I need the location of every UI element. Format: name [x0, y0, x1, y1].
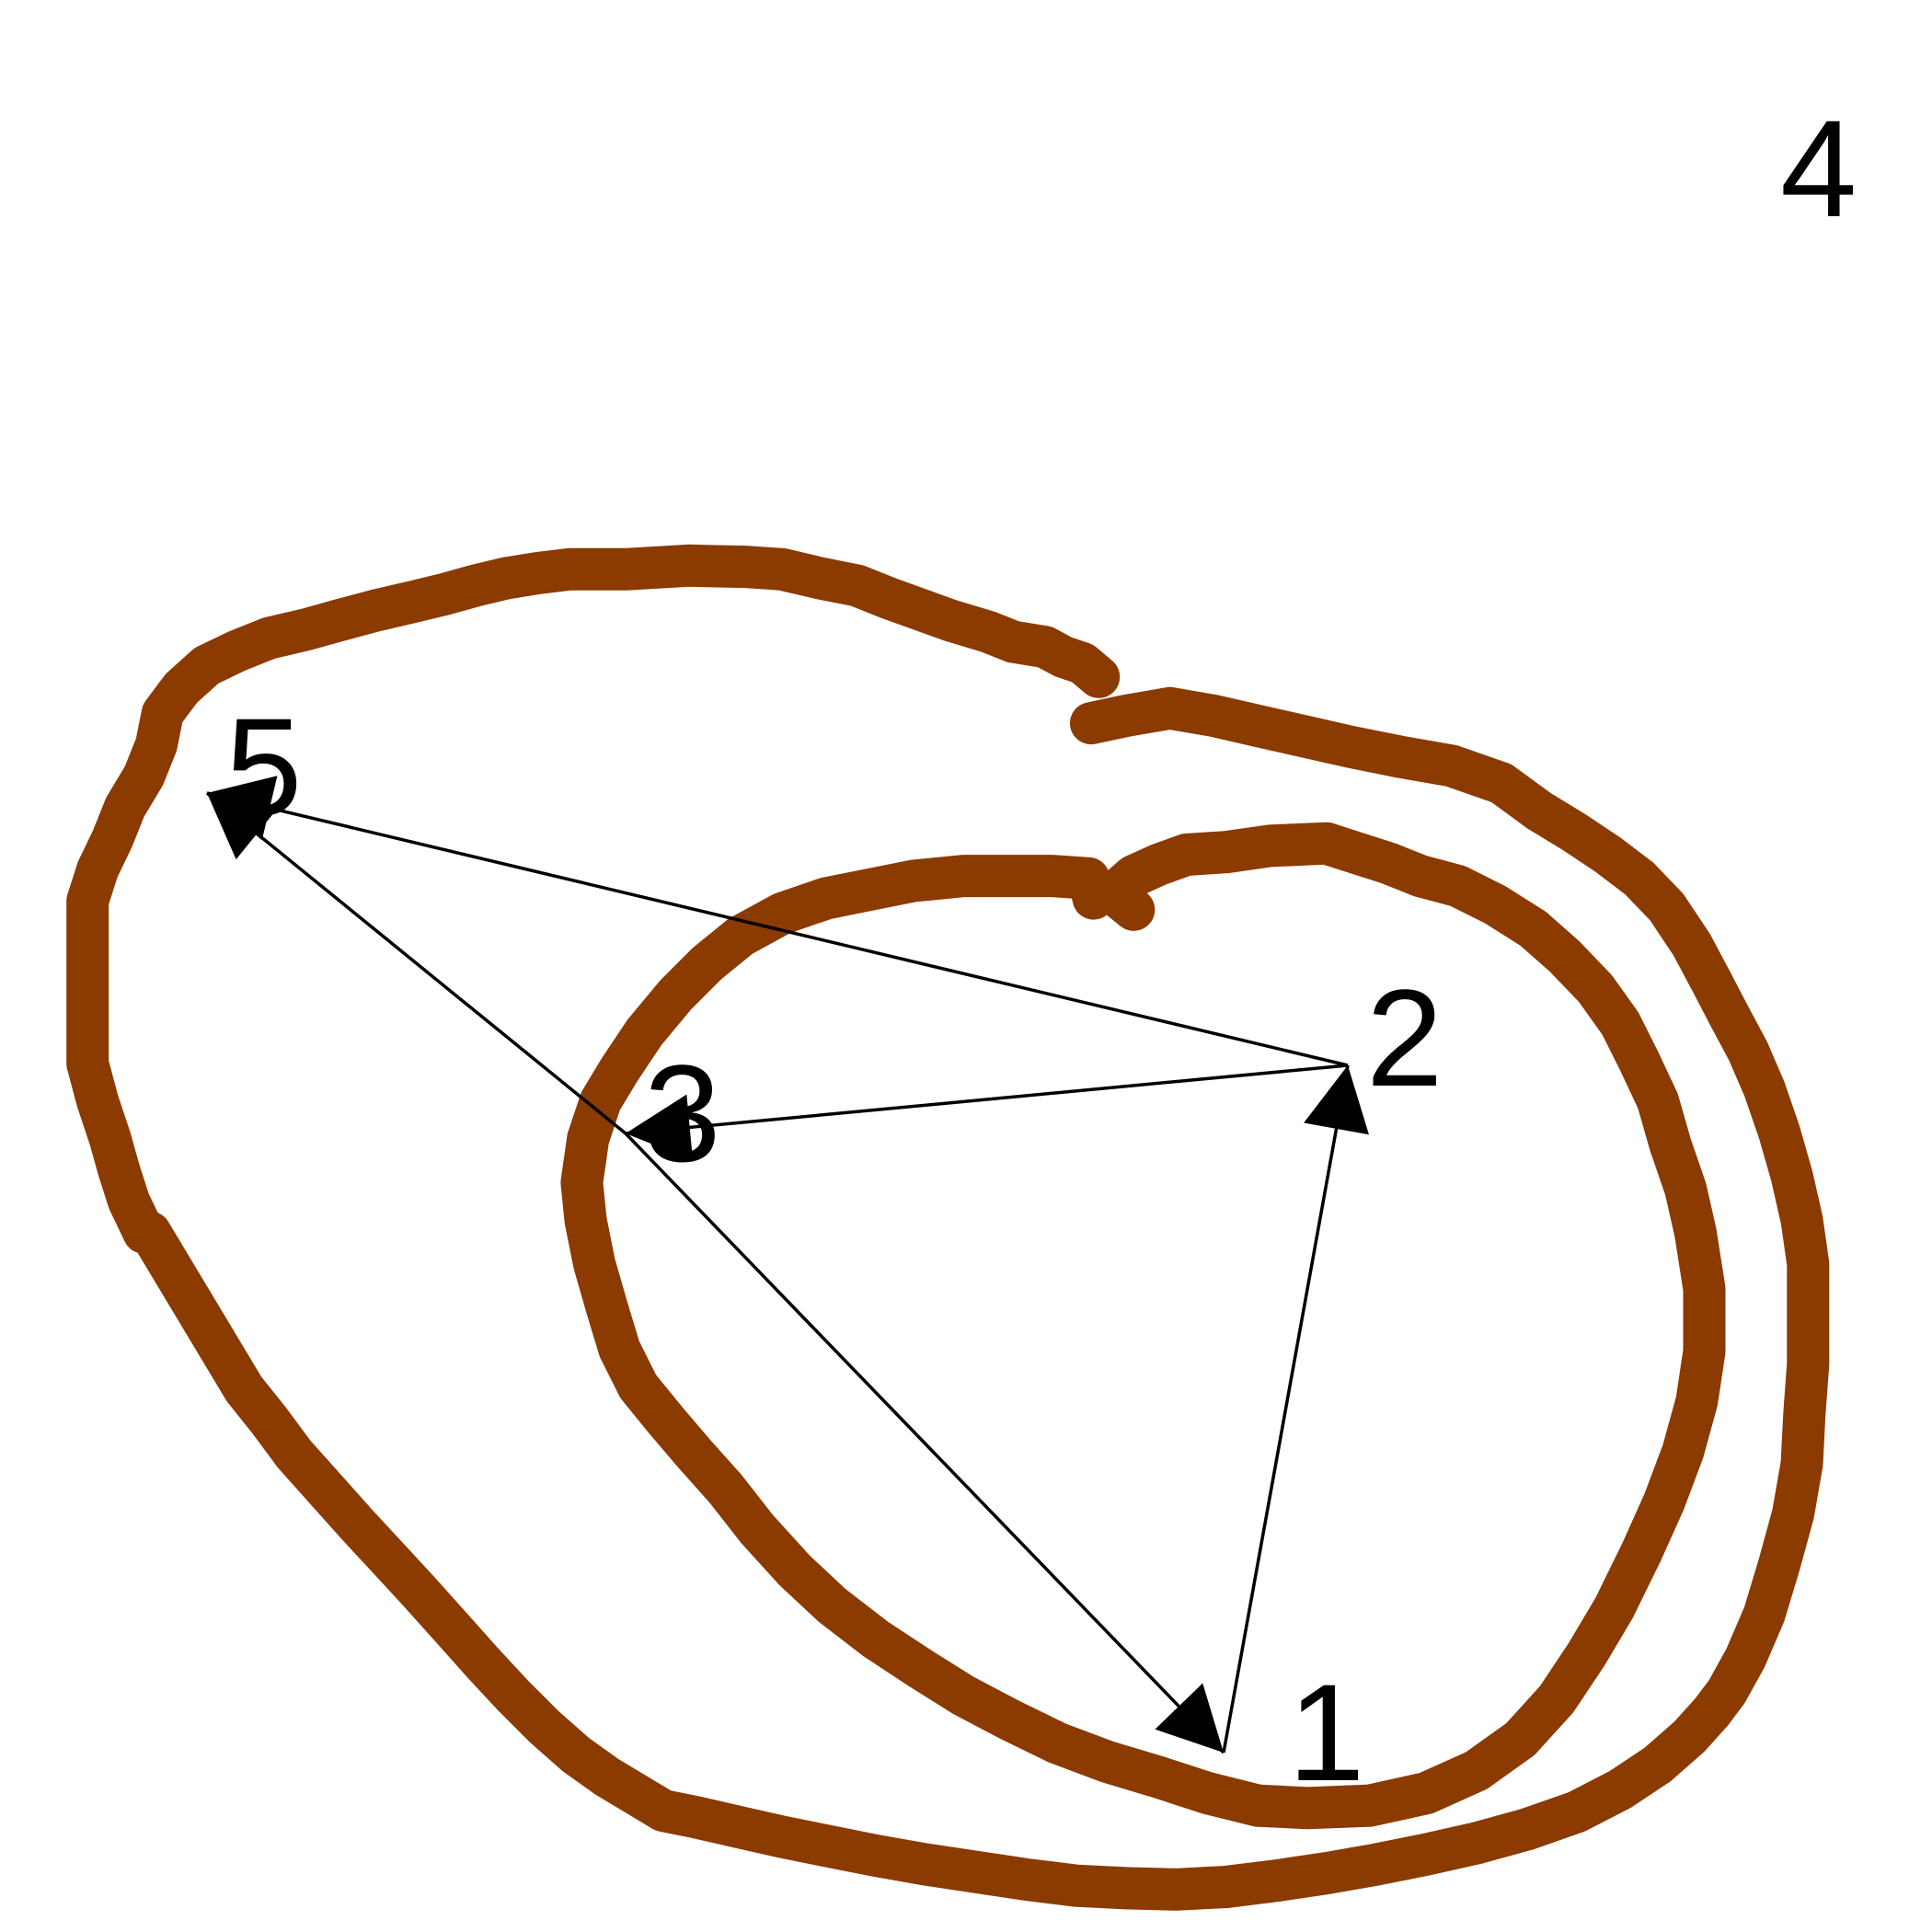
- arrow-2-to-3: [625, 1064, 1349, 1135]
- node-label-1: 1: [1288, 1655, 1364, 1810]
- node-label-2: 2: [1366, 960, 1443, 1115]
- outer-loop-top-stroke: [66, 544, 1121, 1254]
- arrow-3-to-1: [624, 1132, 1225, 1754]
- inner-loop-stroke: [560, 822, 1726, 1830]
- node-label-3: 3: [644, 1036, 720, 1190]
- node-label-4: 4: [1780, 91, 1857, 246]
- right-arc-stroke: [1070, 686, 1751, 1038]
- right-side-stroke: [1690, 995, 1830, 1733]
- arrowhead-3-to-1: [1155, 1683, 1224, 1753]
- arrowhead-1-to-2: [1304, 1065, 1369, 1135]
- arrowhead-3-to-5: [207, 793, 279, 860]
- arrow-3-to-5: [205, 791, 627, 1135]
- arrowhead-2-to-3: [626, 1094, 694, 1161]
- arrow-1-to-2: [1222, 1064, 1350, 1754]
- outer-loop-bottom-stroke: [129, 1211, 1733, 1911]
- node-label-5: 5: [225, 689, 302, 844]
- arrow-2-to-5: [206, 791, 1349, 1067]
